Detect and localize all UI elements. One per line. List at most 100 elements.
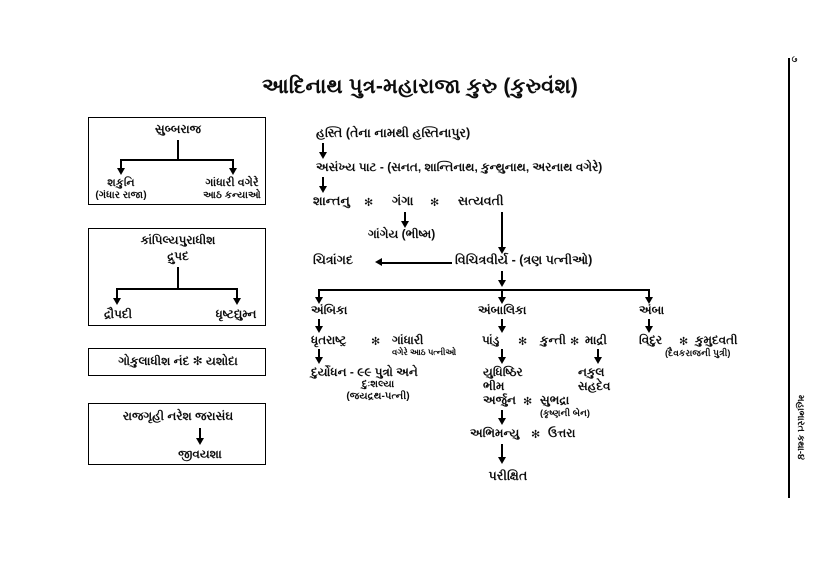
- arrow-down-icon: [314, 357, 323, 364]
- page-number: ૭: [790, 56, 800, 63]
- arrow-down-icon: [497, 418, 506, 425]
- subbaraj-root: સુબ્બરાજ: [154, 122, 202, 136]
- margin-divider: [788, 58, 790, 498]
- connector: [501, 212, 503, 248]
- arrow-down-icon: [400, 221, 409, 228]
- union-symbol: ✻: [430, 197, 440, 209]
- connector: [382, 262, 452, 264]
- draupadi-name: દ્રૌપદી: [103, 307, 133, 321]
- arrow-down-icon: [497, 326, 506, 333]
- drupad-city: કાંપિલ્યપુરાધીશ: [140, 233, 216, 247]
- abhimanyu-node: અભિમન્યુ: [470, 426, 520, 440]
- connector: [236, 288, 238, 299]
- arrow-down-icon: [497, 297, 506, 304]
- chitrangad-node: ચિત્રાંગદ: [313, 253, 353, 267]
- connector: [322, 143, 324, 153]
- satyavati-node: સત્યવતી: [458, 194, 504, 208]
- connector-bus: [318, 289, 650, 291]
- page-title: આદિનાથ પુત્ર-મહારાજા કુરુ (કુરુવંશ): [261, 75, 579, 98]
- connector: [501, 319, 503, 327]
- arrow-down-icon: [644, 326, 653, 333]
- union-symbol: ✻: [364, 197, 374, 209]
- hasti-node: હસ્તિ (તેના નામથી હસ્તિનાપુર): [316, 126, 471, 140]
- jivyasha-name: જીવયશા: [178, 447, 222, 461]
- union-symbol: ✻: [531, 429, 541, 441]
- kumudvati-node: કુમુદવતી: [695, 333, 738, 347]
- box-drupad: કાંપિલ્યપુરાધીશ દ્રુપદ દ્રૌપદી ધૃષ્ટદ્યુ…: [88, 228, 266, 326]
- jayadrath-note: (જયદ્રથ-પત્ની): [346, 391, 410, 402]
- box-jarasandh: રાજગૃહી નરેશ જરાસંઘ જીવયશા: [88, 403, 266, 465]
- madri-node: માદ્રી: [585, 333, 607, 347]
- arrow-down-icon: [318, 186, 327, 193]
- uttara-node: ઉત્તરા: [548, 426, 576, 440]
- arrow-down-icon: [112, 298, 121, 305]
- connector: [648, 289, 650, 298]
- subhadra-note: (કૃષ્ણની બેન): [540, 408, 590, 418]
- connector: [501, 289, 503, 298]
- connector: [501, 410, 503, 419]
- shantanu-node: શાન્તનુ: [313, 194, 350, 208]
- margin-caption: મહાભારત કથા-૪: [795, 395, 806, 460]
- gangeya-bhishma-node: ગાંગેય (ભીષ્મ): [368, 227, 436, 241]
- connector: [318, 319, 320, 327]
- dhritarashtra-node: ધૃતરાષ્ટ્ર: [311, 333, 347, 347]
- union-symbol: ✻: [518, 336, 528, 348]
- gandhari-node: ગાંધારી: [392, 333, 424, 347]
- duryodhan-node: દુર્યોધન - ૯૯ પુત્રો અને: [311, 365, 418, 379]
- nand-yashoda: ગોકુલાધીશ નંદ ✻ યશોદા: [118, 354, 238, 368]
- gandhari-note: વગેરે આઠ પત્નીઓ: [392, 347, 457, 357]
- arjun-node: અર્જુન: [483, 393, 516, 407]
- union-symbol: ✻: [523, 396, 533, 408]
- connector: [597, 349, 599, 358]
- pandu-node: પાંડુ: [482, 333, 500, 347]
- box-subbaraj: સુબ્બરાજ શકુનિ (ગંધાર રાજા) ગાંધારી વગેર…: [88, 117, 266, 205]
- arrow-down-icon: [116, 168, 125, 175]
- arrow-down-icon: [228, 168, 237, 175]
- dhrishtadyumna-name: ધૃષ્ટદ્યુમ્ન: [215, 307, 257, 321]
- union-symbol: ✻: [679, 336, 689, 348]
- asankhya-paat-node: અસંખ્ય પાટ - (સનત, શાન્તિનાથ, કુન્થુનાથ,…: [316, 160, 603, 174]
- nakul-node: નકુલ: [578, 365, 605, 379]
- arrow-down-icon: [497, 280, 506, 287]
- connector: [120, 159, 122, 169]
- arrow-down-icon: [497, 247, 506, 254]
- arrow-down-icon: [195, 438, 204, 445]
- connector: [648, 319, 650, 327]
- gandhari-sisters-line2: આઠ કન્યાઓ: [203, 190, 261, 201]
- connector: [199, 428, 201, 439]
- amba-node: અંબા: [639, 303, 665, 317]
- connector: [177, 267, 179, 289]
- kunti-node: કુન્તી: [540, 333, 566, 347]
- ganga-node: ગંગા: [392, 194, 414, 208]
- arrow-down-icon: [314, 326, 323, 333]
- arrow-down-icon: [318, 152, 327, 159]
- connector: [232, 159, 234, 169]
- union-symbol: ✻: [570, 336, 580, 348]
- ambalika-node: અંબાલિકા: [478, 303, 527, 317]
- connector: [501, 444, 503, 458]
- arrow-down-icon: [314, 297, 323, 304]
- connector: [404, 212, 406, 222]
- connector: [116, 288, 118, 299]
- arrow-down-icon: [497, 357, 506, 364]
- arrow-left-icon: [375, 258, 382, 266]
- drupad-name: દ્રુપદ: [167, 249, 189, 263]
- ambika-node: અંબિકા: [311, 303, 348, 317]
- box-nand: ગોકુલાધીશ નંદ ✻ યશોદા: [88, 348, 266, 376]
- arrow-down-icon: [497, 457, 506, 464]
- vidur-node: વિદુર: [639, 333, 663, 347]
- jarasandh-root: રાજગૃહી નરેશ જરાસંઘ: [122, 409, 234, 423]
- yudhishthir-node: યુધિષ્ઠિર: [483, 365, 523, 379]
- union-symbol: ✻: [371, 336, 381, 348]
- parikshit-node: પરીક્ષિત: [488, 469, 528, 483]
- connector: [117, 288, 237, 290]
- vichitravirya-node: વિચિત્રવીર્ય - (ત્રણ પત્નીઓ): [455, 253, 593, 267]
- connector: [318, 289, 320, 298]
- arrow-down-icon: [232, 298, 241, 305]
- connector: [121, 159, 233, 161]
- kumudvati-note: (દૈવકરાજની પુત્રી): [665, 348, 731, 358]
- connector: [501, 349, 503, 358]
- gandhari-sisters-line1: ગાંધારી વગેરે: [205, 177, 259, 189]
- subhadra-node: સુભદ્રા: [540, 393, 570, 407]
